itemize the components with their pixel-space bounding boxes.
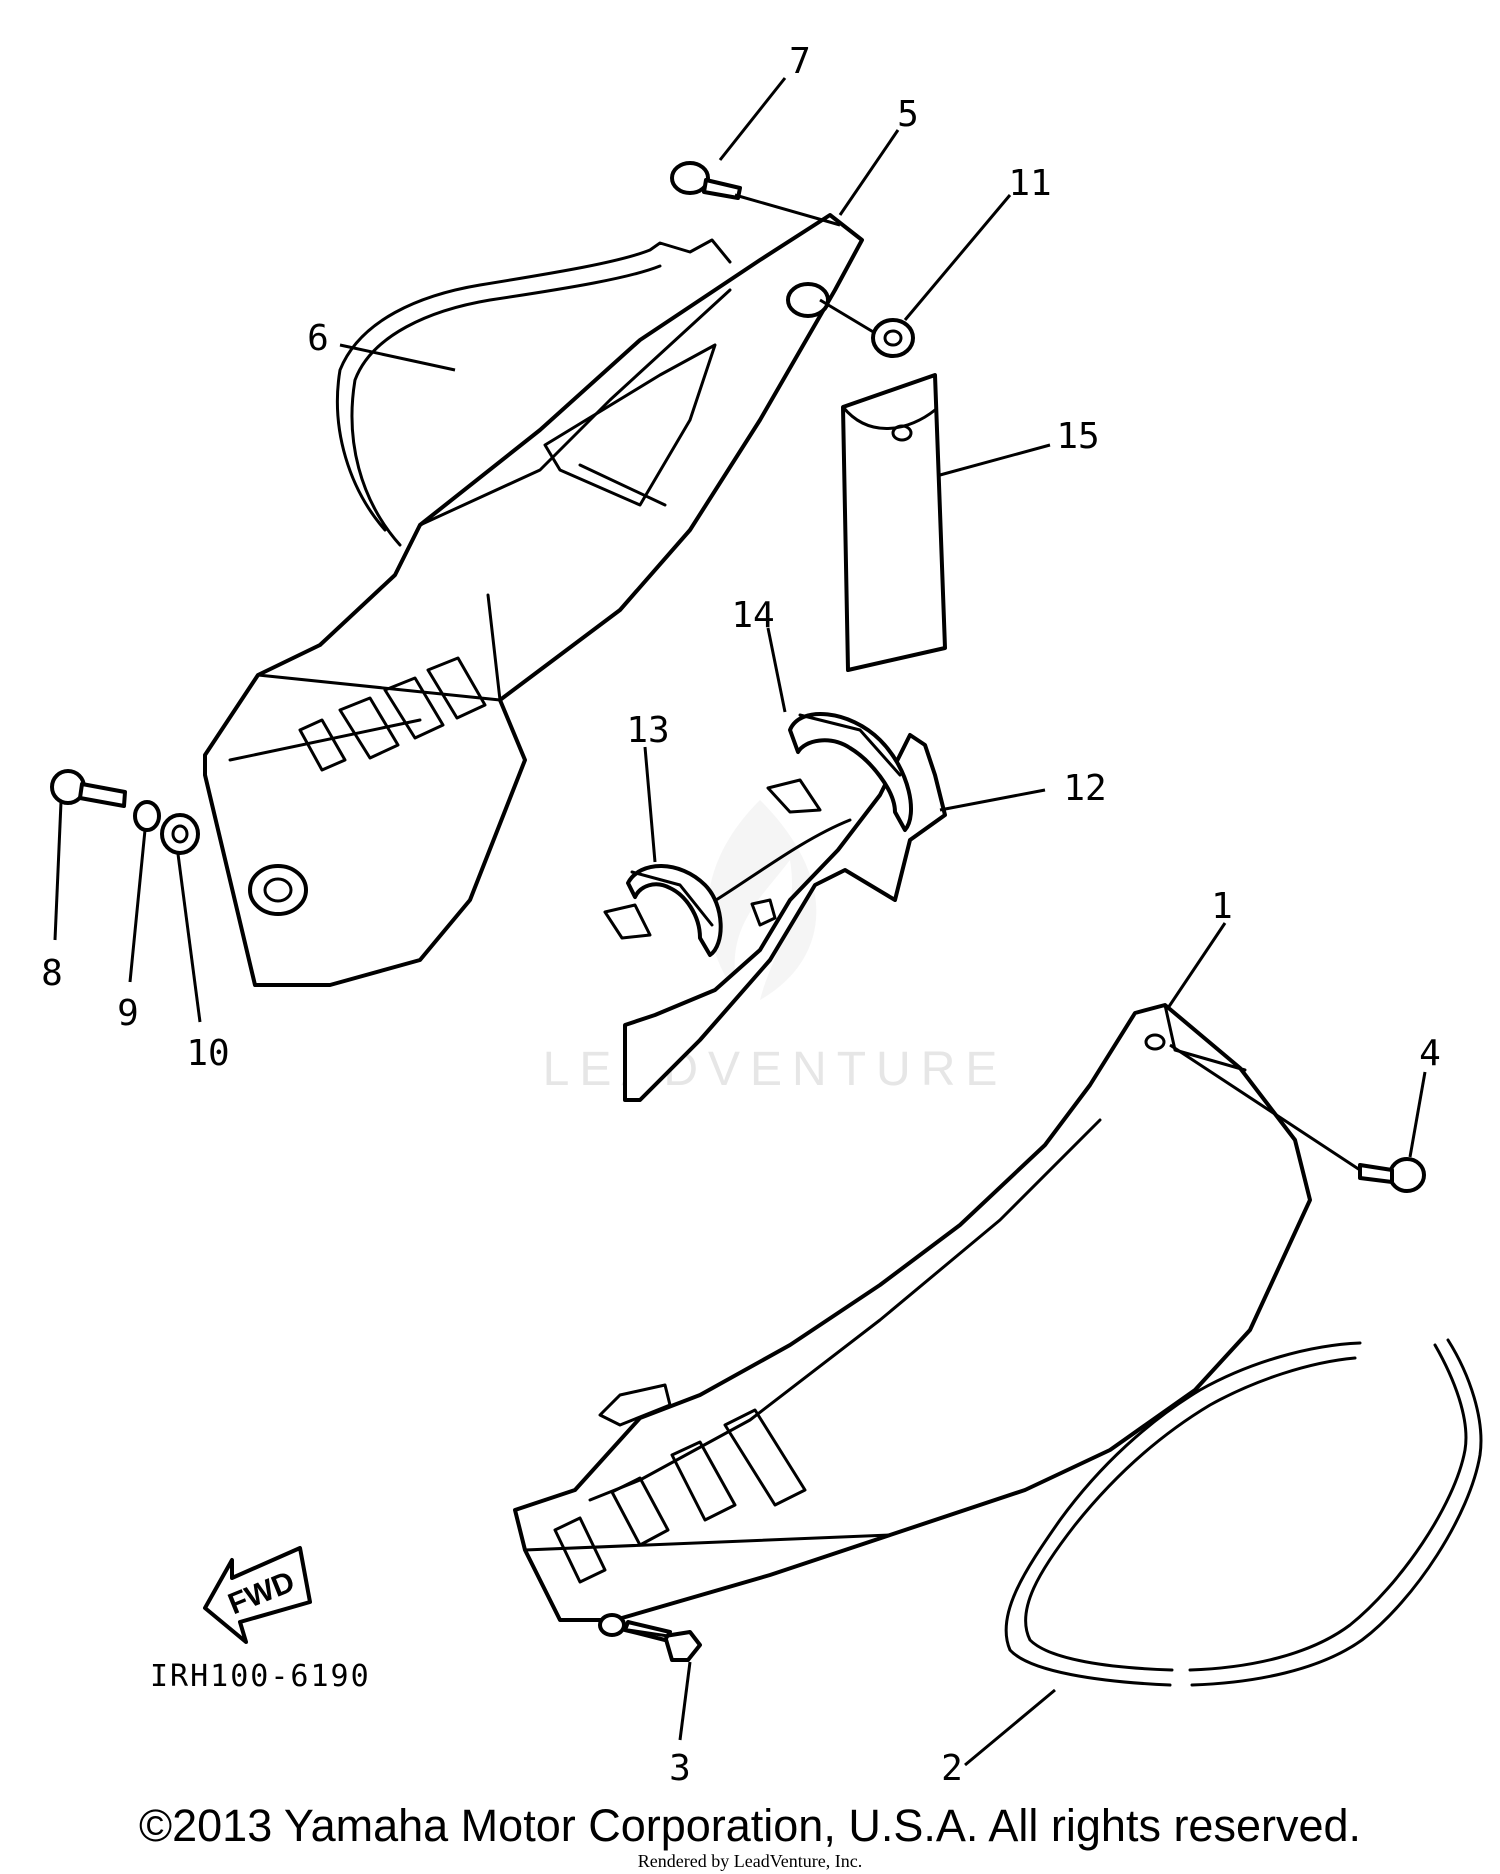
callout-5: 5 [897, 94, 919, 135]
drawing-code: IRH100-6190 [150, 1659, 371, 1694]
part-12-plate[interactable] [623, 733, 947, 1102]
watermark-logo [707, 800, 817, 1000]
callout-11: 11 [1008, 163, 1051, 204]
part-14-clip[interactable] [766, 712, 913, 832]
callout-12: 12 [1063, 768, 1106, 809]
part-5-left-cover[interactable] [203, 213, 864, 987]
callout-2: 2 [941, 1748, 963, 1789]
part-3-screw[interactable] [598, 1613, 702, 1662]
callout-3: 3 [669, 1748, 691, 1789]
part-10-collar[interactable] [160, 813, 200, 855]
part-6-seal[interactable] [336, 238, 732, 547]
callout-10: 10 [186, 1033, 229, 1074]
callout-13: 13 [626, 710, 669, 751]
callout-4: 4 [1419, 1033, 1441, 1074]
part-8-bolt[interactable] [50, 769, 127, 808]
callout-8: 8 [41, 953, 63, 994]
part-13-clip[interactable] [603, 864, 723, 957]
callout-14: 14 [731, 595, 774, 636]
part-2-seal[interactable] [1004, 1338, 1483, 1687]
fwd-arrow: FWD [203, 1546, 312, 1644]
rendered-by-note: Rendered by LeadVenture, Inc. [637, 1851, 863, 1871]
part-9-washer[interactable] [133, 800, 161, 832]
watermark-text: LEADVENTURE [543, 1043, 1008, 1096]
callout-labels: 1 2 3 4 5 6 7 8 9 10 11 12 13 14 15 [41, 41, 1441, 1789]
part-15-emblem[interactable] [841, 373, 947, 672]
callout-7: 7 [789, 41, 811, 82]
copyright-notice: ©2013 Yamaha Motor Corporation, U.S.A. A… [138, 1800, 1362, 1851]
part-7-screw[interactable] [670, 161, 742, 200]
part-1-right-cover[interactable] [513, 1003, 1312, 1622]
part-4-screw[interactable] [1358, 1157, 1426, 1193]
callout-9: 9 [117, 993, 139, 1034]
callout-6: 6 [307, 318, 329, 359]
callout-1: 1 [1211, 886, 1233, 927]
part-11-nut[interactable] [871, 318, 915, 358]
callout-15: 15 [1056, 416, 1099, 457]
leader-lines [53, 77, 1427, 1767]
